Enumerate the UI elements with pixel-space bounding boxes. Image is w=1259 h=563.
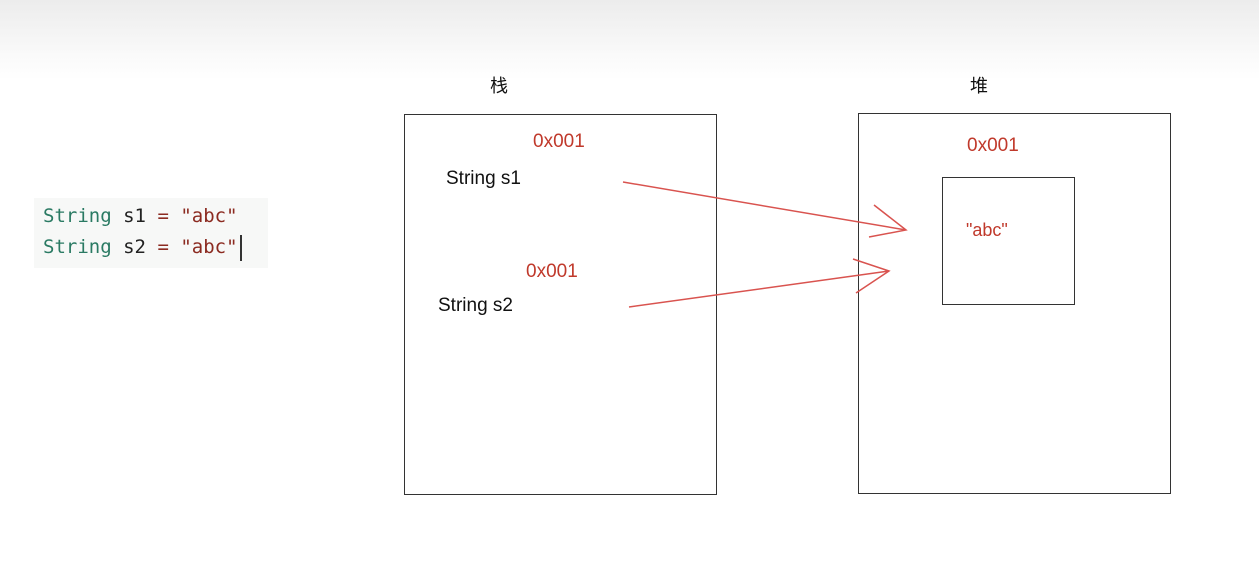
- arrow-s1: [622, 181, 908, 238]
- heap-title: 堆: [970, 76, 988, 97]
- stack-s2-label: String s2: [438, 295, 513, 316]
- heap-box: [858, 113, 1171, 494]
- heap-address: 0x001: [967, 135, 1019, 156]
- top-band: [0, 0, 1259, 80]
- arrow-s2: [628, 258, 891, 308]
- stack-s2-address: 0x001: [526, 261, 578, 282]
- code-snippet: String s1 = "abc" String s2 = "abc": [34, 198, 268, 268]
- code-line-1: String s1 = "abc": [43, 205, 238, 227]
- stack-title: 栈: [490, 76, 508, 97]
- stack-box: [404, 114, 717, 495]
- stack-s1-label: String s1: [446, 168, 521, 189]
- stack-s1-address: 0x001: [533, 131, 585, 152]
- text-cursor: [239, 234, 242, 261]
- heap-object-value: "abc": [966, 220, 1008, 240]
- code-line-2: String s2 = "abc": [43, 232, 268, 263]
- heap-object-box: [942, 177, 1075, 305]
